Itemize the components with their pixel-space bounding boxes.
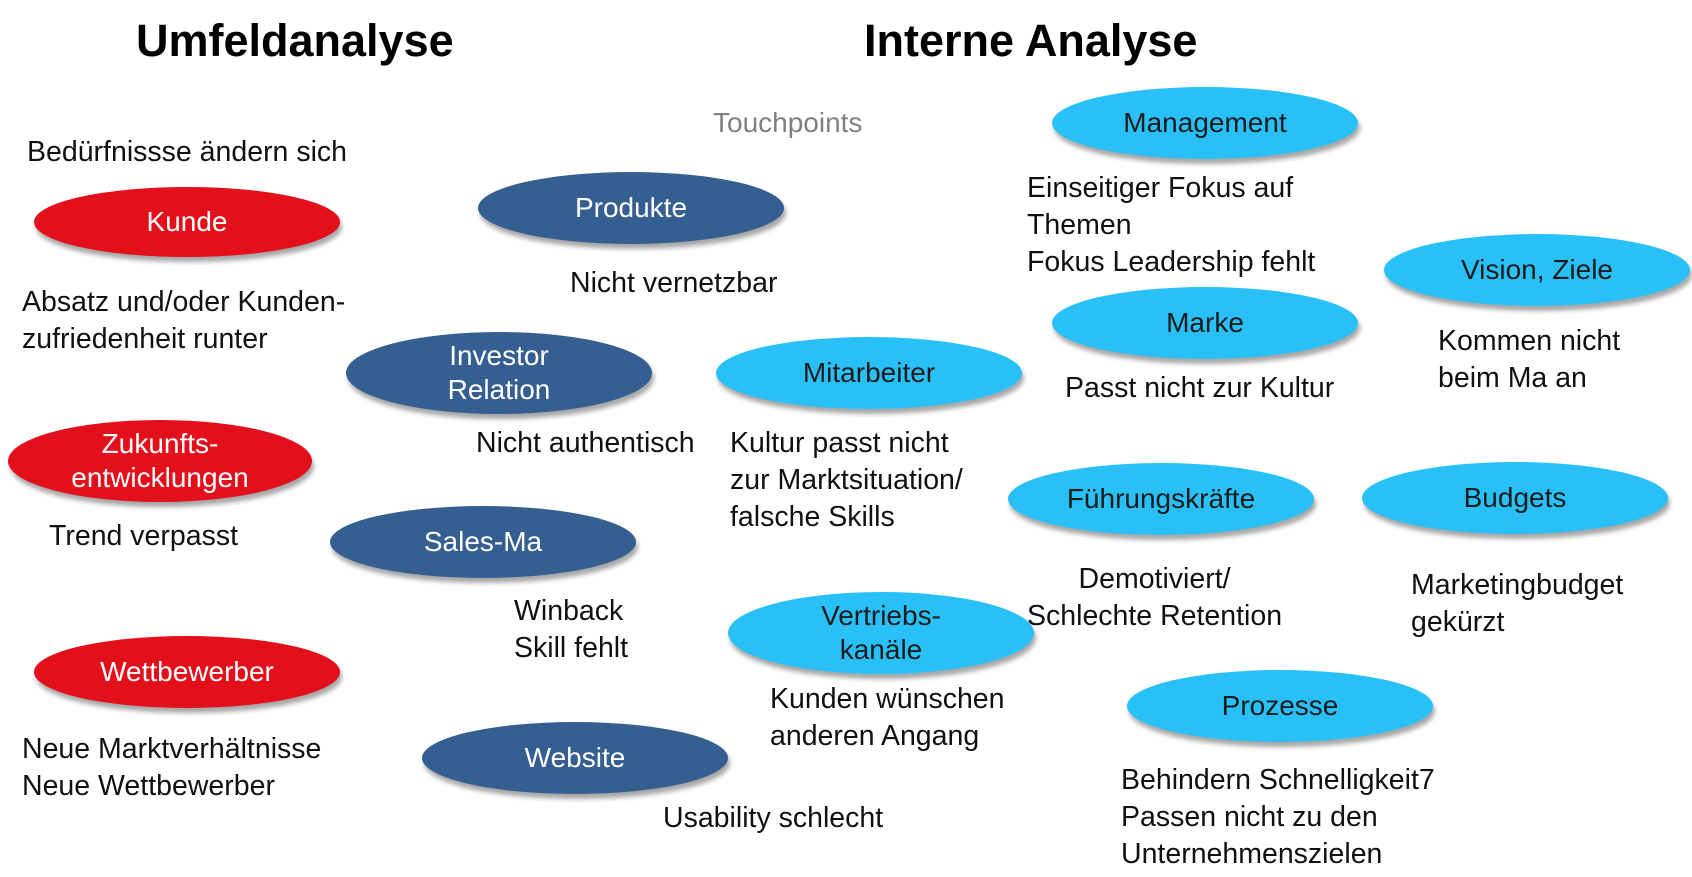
budgets-label: Budgets (1463, 482, 1567, 513)
investor-ellipse: Investor Relation (346, 332, 652, 414)
heading-interne-analyse: Interne Analyse (864, 15, 1198, 66)
prozesse-note: Behindern Schnelligkeit7 Passen nicht zu… (1121, 764, 1435, 870)
mitarbeiter-ellipse: Mitarbeiter (716, 337, 1022, 409)
produkte-note: Nicht vernetzbar (570, 267, 778, 299)
marke-label: Marke (1166, 307, 1244, 338)
prozesse-ellipse: Prozesse (1127, 670, 1433, 742)
budgets-ellipse: Budgets (1362, 462, 1668, 534)
vision-note: Kommen nicht beim Ma an (1438, 325, 1621, 394)
marke-ellipse: Marke (1052, 287, 1358, 359)
vertrieb-note: Kunden wünschen anderen Angang (770, 683, 1005, 752)
management-ellipse: Management (1052, 87, 1358, 159)
investor-label: Investor Relation (447, 340, 551, 405)
prozesse-label: Prozesse (1221, 690, 1339, 721)
touchpoints-label: Touchpoints (713, 107, 863, 138)
management-label: Management (1123, 107, 1287, 138)
zukunft-ellipse: Zukunfts- entwicklungen (8, 420, 312, 502)
management-note: Einseitiger Fokus auf Themen Fokus Leade… (1027, 172, 1316, 278)
fuehrung-ellipse: Führungskräfte (1008, 463, 1314, 535)
budgets-note: Marketingbudget gekürzt (1411, 569, 1624, 638)
website-note: Usability schlecht (663, 802, 884, 834)
produkte-ellipse: Produkte (478, 172, 784, 244)
wettbewerber-note: Neue Marktverhältnisse Neue Wettbewerber (22, 733, 322, 802)
sales-ellipse: Sales-Ma (330, 506, 636, 578)
heading-umfeldanalyse: Umfeldanalyse (136, 15, 454, 66)
zukunft-label: Zukunfts- entwicklungen (71, 428, 249, 493)
fuehrung-label: Führungskräfte (1066, 483, 1256, 514)
kunde-label: Kunde (146, 206, 228, 237)
sales-label: Sales-Ma (423, 526, 543, 557)
kunde-above-note: Bedürfnissse ändern sich (27, 136, 348, 168)
vision-label: Vision, Ziele (1460, 254, 1613, 285)
kunde-below-note: Absatz und/oder Kunden- zufriedenheit ru… (22, 286, 346, 355)
investor-note: Nicht authentisch (476, 427, 695, 459)
vertrieb-label: Vertriebs- kanäle (821, 600, 941, 665)
wettbewerber-label: Wettbewerber (100, 656, 274, 687)
wettbewerber-ellipse: Wettbewerber (34, 636, 340, 708)
vertrieb-ellipse: Vertriebs- kanäle (728, 592, 1034, 674)
kunde-ellipse: Kunde (34, 187, 340, 257)
produkte-label: Produkte (574, 192, 688, 223)
mitarbeiter-label: Mitarbeiter (802, 357, 936, 388)
website-label: Website (524, 742, 626, 773)
vision-ellipse: Vision, Ziele (1384, 234, 1690, 306)
mitarbeiter-note: Kultur passt nicht zur Marktsituation/ f… (730, 427, 963, 533)
fuehrung-note: Demotiviert/ Schlechte Retention (1027, 563, 1283, 632)
zukunft-note: Trend verpasst (49, 520, 239, 552)
sales-note: Winback Skill fehlt (514, 595, 629, 664)
marke-note: Passt nicht zur Kultur (1065, 372, 1335, 404)
website-ellipse: Website (422, 722, 728, 794)
